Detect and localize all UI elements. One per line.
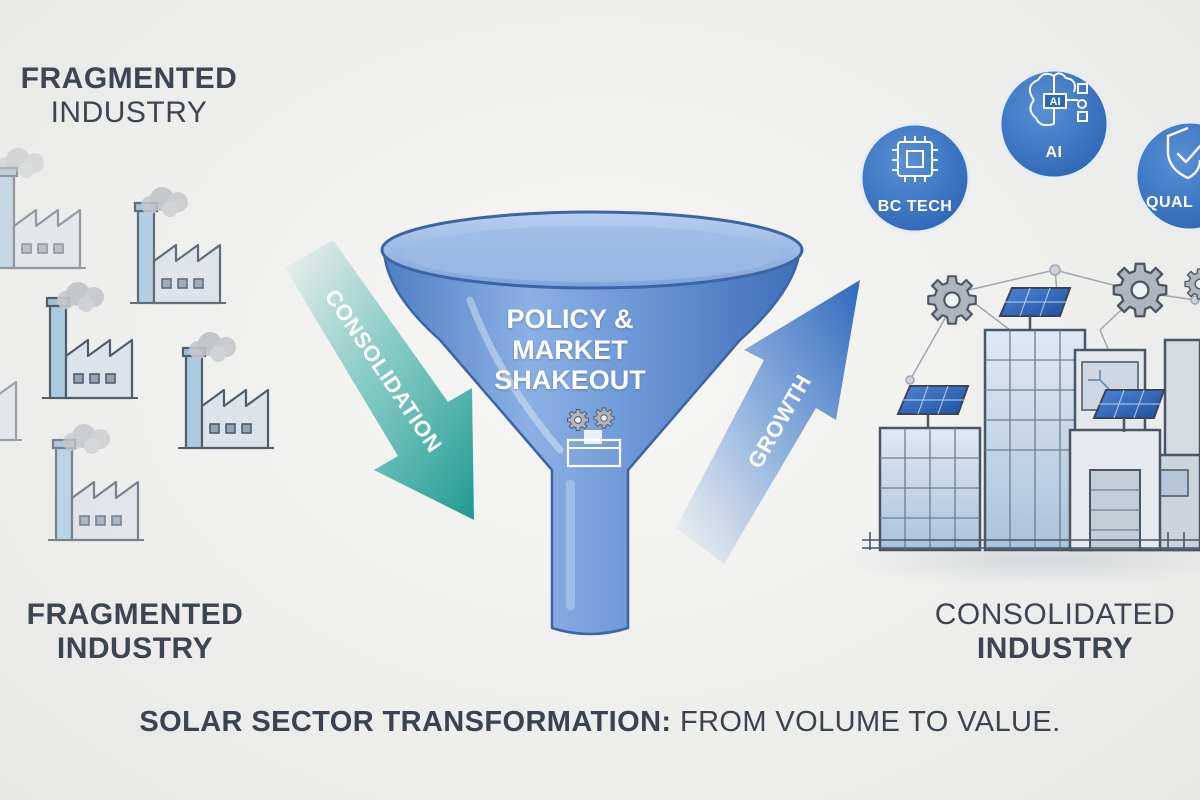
label-line: INDUSTRY: [50, 95, 208, 129]
fragmented-industry-label-bottom: FRAGMENTED INDUSTRY: [10, 598, 260, 665]
funnel-line: POLICY &: [506, 304, 634, 334]
office-building-icon: [878, 426, 982, 552]
funnel-icon: [380, 210, 804, 636]
consolidated-industry-label: CONSOLIDATED INDUSTRY: [920, 598, 1190, 665]
label-line: CONSOLIDATED: [934, 598, 1176, 631]
gear-icon: [927, 275, 977, 325]
factory-icon: [0, 166, 88, 270]
gear-icon: [1184, 268, 1200, 300]
factory-icon: [40, 296, 140, 400]
badge-ai: AI: [998, 68, 1110, 180]
chip-icon: [892, 136, 938, 182]
solar-panel-icon: [896, 384, 970, 430]
factory-icon: [46, 438, 146, 542]
gear-icon: [1112, 262, 1168, 318]
caption-rest: FROM VOLUME TO VALUE.: [671, 706, 1061, 738]
factory-icon: [128, 201, 228, 305]
smoke-icon: [0, 148, 44, 178]
brain-icon: AI: [1028, 72, 1088, 127]
badge-quality: [1134, 120, 1200, 232]
badge-bc-tech: [859, 122, 971, 234]
quality-label: QUAL: [1146, 194, 1194, 211]
smoke-icon: [63, 424, 110, 454]
label-line: INDUSTRY: [976, 631, 1134, 665]
factory-icon: [0, 338, 24, 442]
smoke-icon: [141, 187, 188, 217]
fragmented-factories: [0, 148, 276, 542]
shield-check-icon: [1166, 126, 1200, 180]
consolidated-industry: [840, 262, 1200, 586]
funnel-label: POLICY & MARKET SHAKEOUT: [490, 304, 650, 396]
office-building-icon: [983, 328, 1087, 552]
funnel-line: SHAKEOUT: [494, 365, 646, 395]
smoke-icon: [57, 282, 104, 312]
label-line: FRAGMENTED: [26, 598, 244, 631]
label-line: FRAGMENTED: [20, 62, 238, 95]
bc-tech-label: BC TECH: [877, 198, 953, 215]
label-line: INDUSTRY: [56, 631, 214, 665]
gears-icon: [567, 409, 589, 431]
factory-icon: [176, 346, 276, 450]
ai-label: AI: [1045, 144, 1063, 161]
caption-bold: SOLAR SECTOR TRANSFORMATION:: [139, 706, 672, 738]
funnel-line: MARKET: [512, 334, 628, 365]
caption: SOLAR SECTOR TRANSFORMATION: FROM VOLUME…: [0, 706, 1200, 739]
smoke-icon: [189, 332, 236, 362]
fragmented-industry-label-top: FRAGMENTED INDUSTRY: [14, 62, 244, 129]
solar-panel-icon: [998, 286, 1072, 332]
ballot-box-icon: [566, 430, 622, 468]
gears-icon: [593, 407, 615, 429]
ai-chip-label: AI: [1050, 96, 1061, 108]
office-building-icon: [1068, 428, 1162, 552]
fence: [862, 532, 1200, 550]
